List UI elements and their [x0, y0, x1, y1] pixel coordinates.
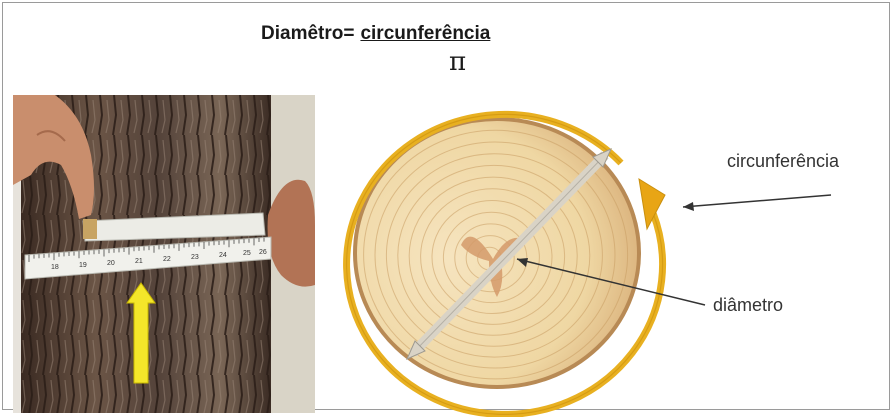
diameter-label: diâmetro [713, 295, 783, 315]
circumference-arrowhead-icon [639, 179, 665, 229]
tape-marking: 23 [191, 254, 199, 261]
formula-denominator-pi: π [449, 47, 466, 77]
tape-marking: 25 [243, 250, 251, 257]
circumference-pointer [683, 195, 831, 207]
formula-numerator: circunferência [360, 23, 490, 44]
tape-marking: 26 [259, 249, 267, 256]
tree-cross-section-diagram: circunferência diâmetro [321, 83, 894, 417]
tape-marking: 20 [107, 260, 115, 267]
tape-marking: 18 [51, 264, 59, 271]
tape-marking: 24 [219, 252, 227, 259]
formula-lhs: Diamêtro= [261, 23, 354, 44]
tree-trunk-photo: 18 19 20 21 22 23 24 25 26 [13, 95, 315, 413]
formula: Diamêtro= circunferência [261, 23, 490, 45]
tape-marking: 21 [135, 258, 143, 265]
tape-marking: 19 [79, 262, 87, 269]
circumference-label: circunferência [727, 151, 840, 171]
tape-marking: 22 [163, 256, 171, 263]
figure-frame: Diamêtro= circunferência π [2, 2, 890, 410]
